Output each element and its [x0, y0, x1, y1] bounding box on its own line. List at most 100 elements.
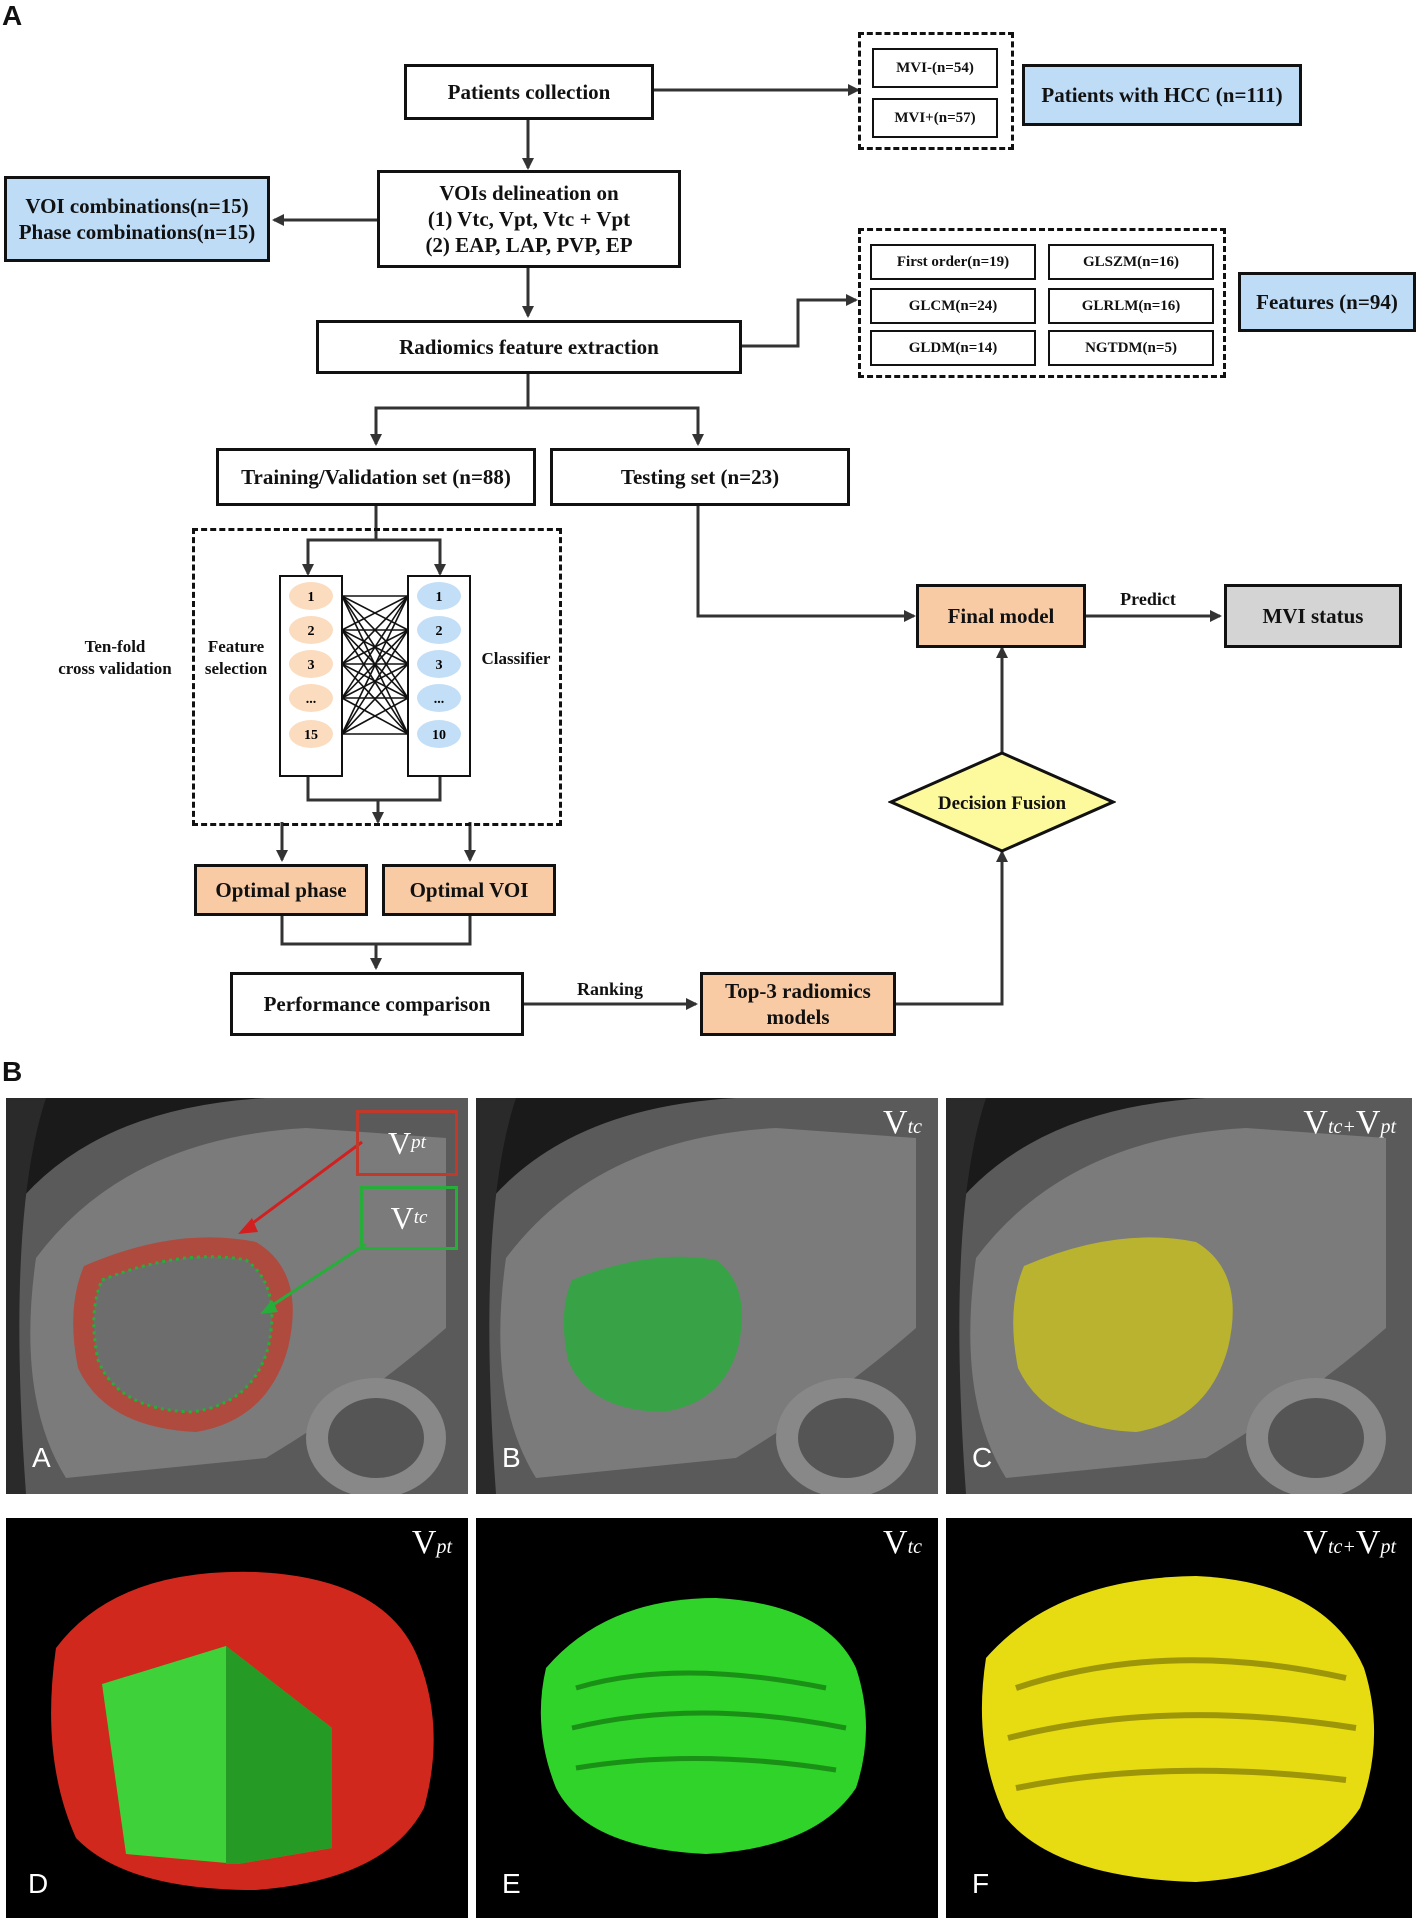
- feature-gldm: GLDM(n=14): [870, 330, 1036, 366]
- callout-vtc-main: V: [390, 1199, 414, 1236]
- image-tag-f-sub2: pt: [1380, 1536, 1396, 1558]
- right-node-1: [417, 582, 461, 610]
- render-vtc: [476, 1518, 938, 1918]
- voi-combinations: VOI combinations(n=15): [25, 193, 249, 218]
- right-node-label-3: 3: [436, 658, 443, 673]
- image-tag-f-main: V: [1303, 1524, 1328, 1561]
- cross-validation-dashed: [192, 528, 562, 826]
- render-image-d: Vpt D: [6, 1518, 468, 1918]
- cv-network: 123...15 123...10: [279, 575, 471, 777]
- left-node-label-2: 2: [308, 624, 315, 639]
- left-node-label-1: 1: [308, 590, 315, 605]
- image-tag-f-main2: V: [1355, 1524, 1381, 1561]
- image-letter-f: F: [972, 1868, 990, 1899]
- voi-delineation-box: VOIs delineation on (1) Vtc, Vpt, Vtc + …: [377, 170, 681, 268]
- decision-fusion-label: Decision Fusion: [937, 793, 1067, 814]
- right-node-4: [417, 684, 461, 712]
- image-tag-d: Vpt: [412, 1524, 452, 1562]
- left-node-3: [289, 650, 333, 678]
- cv-link-4-0: [341, 595, 409, 735]
- image-tag-b-main: V: [883, 1104, 908, 1141]
- image-tag-f: Vtc+Vpt: [1303, 1524, 1396, 1562]
- flow-connectors: [272, 84, 1222, 1010]
- patients-hcc-box: Patients with HCC (n=111): [1022, 64, 1302, 126]
- ct-slice-c: [946, 1098, 1412, 1494]
- image-tag-d-sub: pt: [436, 1536, 452, 1558]
- decision-fusion-diamond: [888, 751, 1116, 853]
- ct-image-b: Vtc B: [476, 1098, 938, 1494]
- patients-collection-box: Patients collection: [404, 64, 654, 120]
- cv-link-4-1: [341, 629, 409, 735]
- feature-ngtdm: NGTDM(n=5): [1048, 330, 1214, 366]
- image-tag-d-main: V: [411, 1524, 437, 1561]
- ct-slice-a: [6, 1098, 468, 1494]
- top3-box: Top-3 radiomics models: [700, 972, 896, 1036]
- left-node-label-3: 3: [308, 658, 315, 673]
- features-dashed-group: [858, 228, 1226, 378]
- right-node-label-5: 10: [432, 728, 446, 743]
- tenfold-line-2: cross validation: [58, 659, 172, 679]
- image-tag-c-main: V: [1303, 1104, 1328, 1141]
- extraction-box: Radiomics feature extraction: [316, 320, 742, 374]
- callout-vpt-sub: pt: [411, 1132, 426, 1153]
- mvi-dashed-group: [858, 32, 1014, 150]
- feature-glszm: GLSZM(n=16): [1048, 244, 1214, 280]
- optimal-voi-box: Optimal VOI: [382, 864, 556, 916]
- render-vpt: [6, 1518, 468, 1918]
- performance-box: Performance comparison: [230, 972, 524, 1036]
- image-tag-c-sub: tc+: [1327, 1116, 1356, 1138]
- mvi-neg-box: MVI-(n=54): [872, 48, 998, 88]
- testing-box: Testing set (n=23): [550, 448, 850, 506]
- cv-link-4-3: [341, 697, 409, 735]
- image-letter-a: A: [32, 1442, 51, 1473]
- image-tag-e: Vtc: [883, 1524, 922, 1562]
- left-node-label-4: ...: [306, 692, 317, 707]
- right-node-label-1: 1: [436, 590, 443, 605]
- left-node-2: [289, 616, 333, 644]
- render-image-f: Vtc+Vpt F: [946, 1518, 1412, 1918]
- ranking-label: Ranking: [576, 979, 644, 999]
- image-tag-e-sub: tc: [907, 1536, 922, 1558]
- voi-line-2: (1) Vtc, Vpt, Vtc + Vpt: [427, 206, 631, 231]
- panel-letter-b: B: [2, 1056, 23, 1087]
- left-node-4: [289, 684, 333, 712]
- left-node-1: [289, 582, 333, 610]
- image-letter-e: E: [502, 1868, 521, 1899]
- right-node-2: [417, 616, 461, 644]
- left-node-label-5: 15: [304, 728, 318, 743]
- feature-selection-line-2: selection: [204, 659, 268, 679]
- image-letter-b: B: [502, 1442, 521, 1473]
- callout-vpt-main: V: [388, 1124, 412, 1161]
- feature-selection-line-1: Feature: [207, 637, 265, 656]
- right-node-3: [417, 650, 461, 678]
- image-tag-c-sub2: pt: [1380, 1116, 1396, 1138]
- phase-combinations: Phase combinations(n=15): [18, 220, 256, 244]
- feature-first-order: First order(n=19): [870, 244, 1036, 280]
- tenfold-line-1: Ten-fold: [84, 637, 146, 656]
- right-node-label-2: 2: [436, 624, 443, 639]
- mvi-pos-box: MVI+(n=57): [872, 98, 998, 138]
- tenfold-label: Ten-fold cross validation: [40, 636, 190, 680]
- feature-selection-label: Feature selection: [196, 636, 276, 680]
- cv-link-4-2: [341, 663, 409, 735]
- image-tag-c: Vtc+Vpt: [1303, 1104, 1396, 1142]
- image-tag-c-main2: V: [1355, 1104, 1381, 1141]
- classifier-label: Classifier: [481, 649, 551, 668]
- ct-image-c: Vtc+Vpt C: [946, 1098, 1412, 1494]
- final-model-box: Final model: [916, 584, 1086, 648]
- feature-glrlm: GLRLM(n=16): [1048, 288, 1214, 324]
- combinations-box: VOI combinations(n=15) Phase combination…: [4, 176, 270, 262]
- top3-line-1: Top-3 radiomics: [725, 978, 871, 1003]
- cv-link-3-0: [341, 595, 409, 699]
- image-letter-c: C: [972, 1442, 993, 1473]
- voi-line-3: (2) EAP, LAP, PVP, EP: [425, 233, 633, 258]
- optimal-phase-box: Optimal phase: [194, 864, 368, 916]
- image-tag-f-sub: tc+: [1327, 1536, 1356, 1558]
- render-vtc-vpt: [946, 1518, 1412, 1918]
- feature-glcm: GLCM(n=24): [870, 288, 1036, 324]
- features-total-box: Features (n=94): [1238, 272, 1416, 332]
- image-tag-e-main: V: [883, 1524, 908, 1561]
- image-letter-d: D: [28, 1868, 49, 1899]
